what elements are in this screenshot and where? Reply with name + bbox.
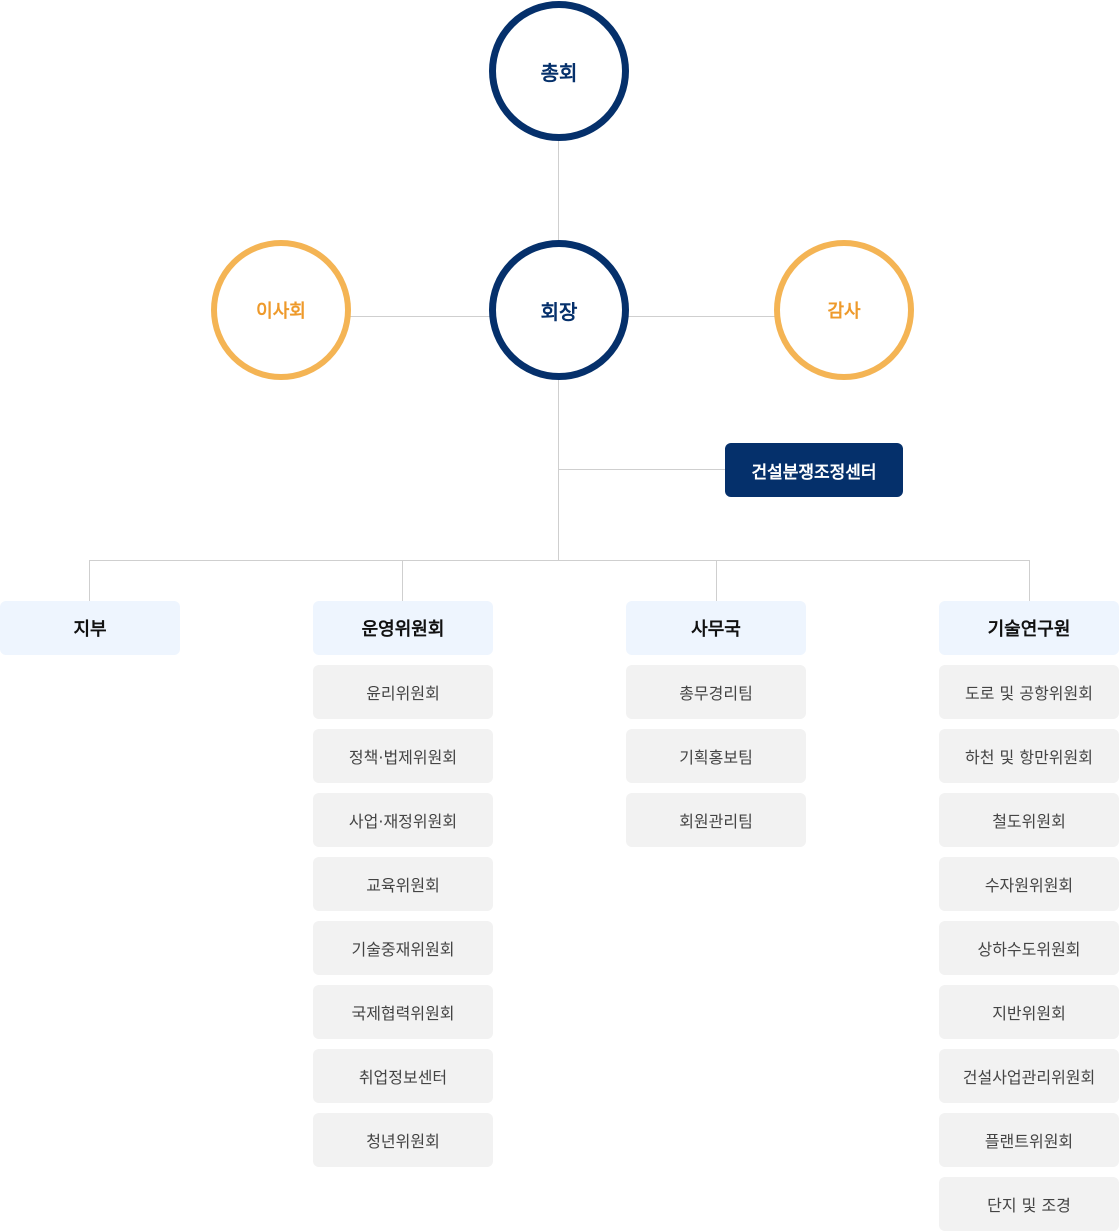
research-item: 철도위원회 <box>939 793 1119 847</box>
research-item: 하천 및 항만위원회 <box>939 729 1119 783</box>
secretariat-column: 사무국 총무경리팀 기획홍보팀 회원관리팀 <box>626 601 806 847</box>
connector-branch <box>89 560 90 601</box>
connector-chairman-audit <box>626 316 776 317</box>
operations-item: 사업·재정위원회 <box>313 793 493 847</box>
chairman-node: 회장 <box>489 240 629 380</box>
general-assembly-node: 총회 <box>489 1 629 141</box>
dispute-center-label: 건설분쟁조정센터 <box>751 462 877 483</box>
research-column: 기술연구원 도로 및 공항위원회 하천 및 항만위원회 철도위원회 수자원위원회… <box>939 601 1119 1231</box>
research-item: 건설사업관리위원회 <box>939 1049 1119 1103</box>
research-item: 상하수도위원회 <box>939 921 1119 975</box>
operations-item: 취업정보센터 <box>313 1049 493 1103</box>
operations-item: 교육위원회 <box>313 857 493 911</box>
branch-column: 지부 <box>0 601 180 655</box>
audit-label: 감사 <box>827 301 861 322</box>
research-head: 기술연구원 <box>939 601 1119 655</box>
operations-head: 운영위원회 <box>313 601 493 655</box>
branch-head: 지부 <box>0 601 180 655</box>
chairman-label: 회장 <box>540 299 578 324</box>
research-item: 지반위원회 <box>939 985 1119 1039</box>
connector-horizontal-bus <box>89 560 1030 561</box>
connector-assembly-chairman <box>558 136 559 244</box>
research-item: 도로 및 공항위원회 <box>939 665 1119 719</box>
connector-secretariat <box>716 560 717 601</box>
general-assembly-label: 총회 <box>540 60 578 85</box>
secretariat-item: 총무경리팀 <box>626 665 806 719</box>
operations-item: 윤리위원회 <box>313 665 493 719</box>
connector-board-chairman <box>348 316 493 317</box>
connector-research <box>1029 560 1030 601</box>
operations-column: 운영위원회 윤리위원회 정책·법제위원회 사업·재정위원회 교육위원회 기술중재… <box>313 601 493 1167</box>
secretariat-item: 회원관리팀 <box>626 793 806 847</box>
research-item: 플랜트위원회 <box>939 1113 1119 1167</box>
operations-item: 정책·법제위원회 <box>313 729 493 783</box>
operations-item: 청년위원회 <box>313 1113 493 1167</box>
board-node: 이사회 <box>211 240 351 380</box>
dispute-center-node: 건설분쟁조정센터 <box>725 443 903 497</box>
secretariat-item: 기획홍보팀 <box>626 729 806 783</box>
operations-item: 기술중재위원회 <box>313 921 493 975</box>
research-item: 단지 및 조경 <box>939 1177 1119 1231</box>
connector-center <box>558 469 725 470</box>
secretariat-head: 사무국 <box>626 601 806 655</box>
audit-node: 감사 <box>774 240 914 380</box>
board-label: 이사회 <box>256 301 306 322</box>
connector-operations <box>402 560 403 601</box>
operations-item: 국제협력위원회 <box>313 985 493 1039</box>
research-item: 수자원위원회 <box>939 857 1119 911</box>
